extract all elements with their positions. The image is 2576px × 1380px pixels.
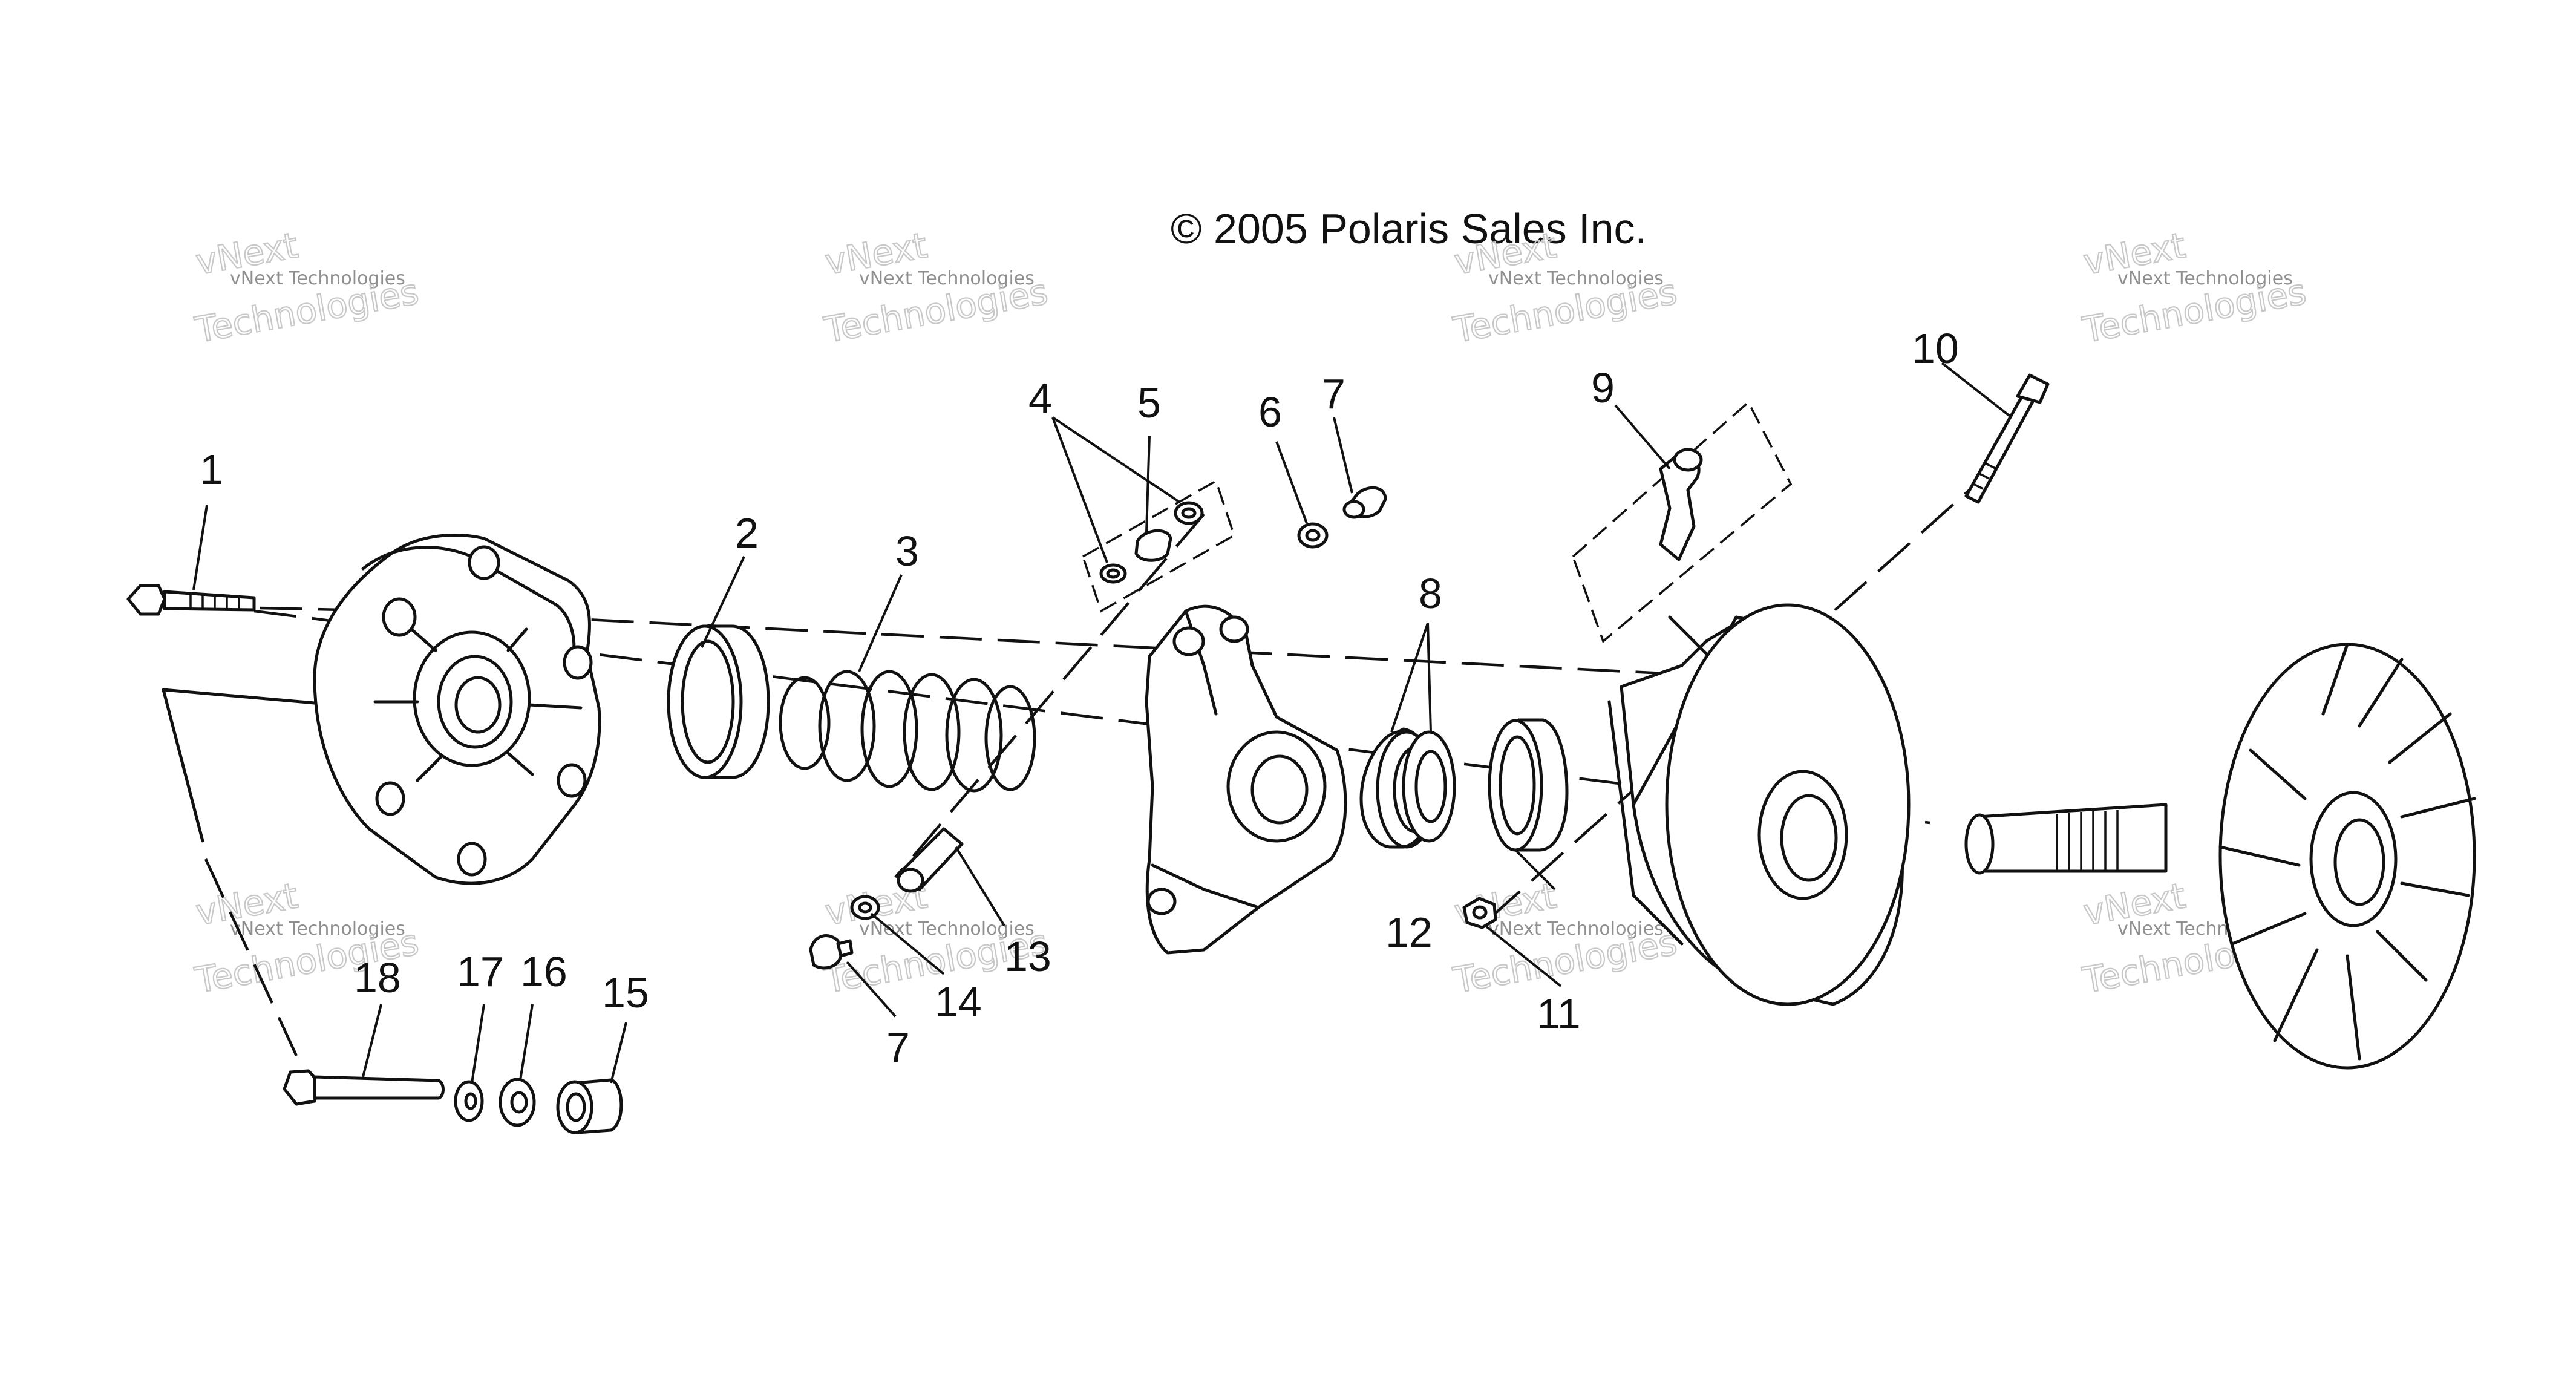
bolt-axis-line xyxy=(260,606,400,613)
part-cover-plate xyxy=(313,533,601,885)
part-2-bushing xyxy=(667,624,770,779)
part-shaft-fan xyxy=(1964,643,2476,1070)
callout-10: 10 xyxy=(1912,325,1959,372)
part-spider-arm xyxy=(1145,604,1347,955)
part-4-washer-b xyxy=(1174,501,1204,525)
part-7-pin-upper xyxy=(1342,486,1387,519)
callout-7-lower: 7 xyxy=(886,1024,910,1071)
part-9-weight xyxy=(1571,401,1793,643)
copyright-text: © 2005 Polaris Sales Inc. xyxy=(1171,205,1647,252)
callout-5: 5 xyxy=(1137,379,1161,427)
callout-7-upper: 7 xyxy=(1322,370,1345,417)
callout-3: 3 xyxy=(895,528,919,575)
part-4-5-bracket xyxy=(1081,479,1236,613)
part-4-washer-a xyxy=(1099,563,1127,584)
part-7-pin-lower xyxy=(809,934,854,970)
callout-14: 14 xyxy=(935,978,982,1025)
callout-12: 12 xyxy=(1385,909,1433,956)
callout-18: 18 xyxy=(354,954,401,1001)
part-8-bushing xyxy=(1359,727,1456,849)
part-16-washer xyxy=(499,1078,536,1127)
leader-lines xyxy=(192,362,2013,1084)
callout-15: 15 xyxy=(602,969,649,1016)
watermark-line: vNext Technologies xyxy=(230,268,405,289)
part18-leader-lines xyxy=(162,688,316,843)
callout-4: 4 xyxy=(1028,375,1052,422)
watermark-line: vNext Technologies xyxy=(1488,268,1664,289)
watermark-line: vNext Technologies xyxy=(859,268,1035,289)
callout-17: 17 xyxy=(457,948,504,995)
watermark: vNext vNext Technologies Technologies xyxy=(1450,874,1681,1002)
part-15-spacer xyxy=(556,1078,623,1134)
callout-9: 9 xyxy=(1591,364,1615,411)
watermark: vNext vNext Technologies Technologies xyxy=(820,224,1051,352)
part-13-pin xyxy=(897,827,964,893)
callout-labels: 1 2 3 4 5 6 7 8 9 10 11 12 13 14 7 15 16… xyxy=(200,325,1959,1071)
watermark-line: vNext Technologies xyxy=(2117,268,2293,289)
watermark: vNext vNext Technologies Technologies xyxy=(2079,224,2310,352)
part-5-roller xyxy=(1134,529,1172,562)
callout-1: 1 xyxy=(200,446,223,493)
part-17-washer xyxy=(454,1080,484,1122)
part-6-washer xyxy=(1297,522,1329,549)
part-sheave xyxy=(1607,603,1911,1006)
callout-16: 16 xyxy=(520,948,567,995)
part-18-bolt xyxy=(283,1069,445,1106)
upper-axis-line xyxy=(417,609,1749,679)
callout-13: 13 xyxy=(1004,933,1051,980)
watermark-line: vNext Technologies xyxy=(1488,918,1664,940)
callout-6: 6 xyxy=(1258,388,1282,436)
part-1-bolt xyxy=(126,584,256,616)
lower-bolt-line xyxy=(204,858,298,1056)
part-12-bushing xyxy=(1488,718,1569,852)
part-10-bolt xyxy=(1964,373,2050,504)
callout-8: 8 xyxy=(1419,570,1442,617)
part-3-spring xyxy=(779,670,1036,793)
pin-axis-line xyxy=(894,513,1205,878)
part-11-nut xyxy=(1462,897,1497,929)
callout-11: 11 xyxy=(1537,990,1581,1038)
watermark-line: vNext Technologies xyxy=(230,918,405,940)
watermark: vNext vNext Technologies Technologies xyxy=(191,224,422,352)
callout-2: 2 xyxy=(735,509,759,557)
